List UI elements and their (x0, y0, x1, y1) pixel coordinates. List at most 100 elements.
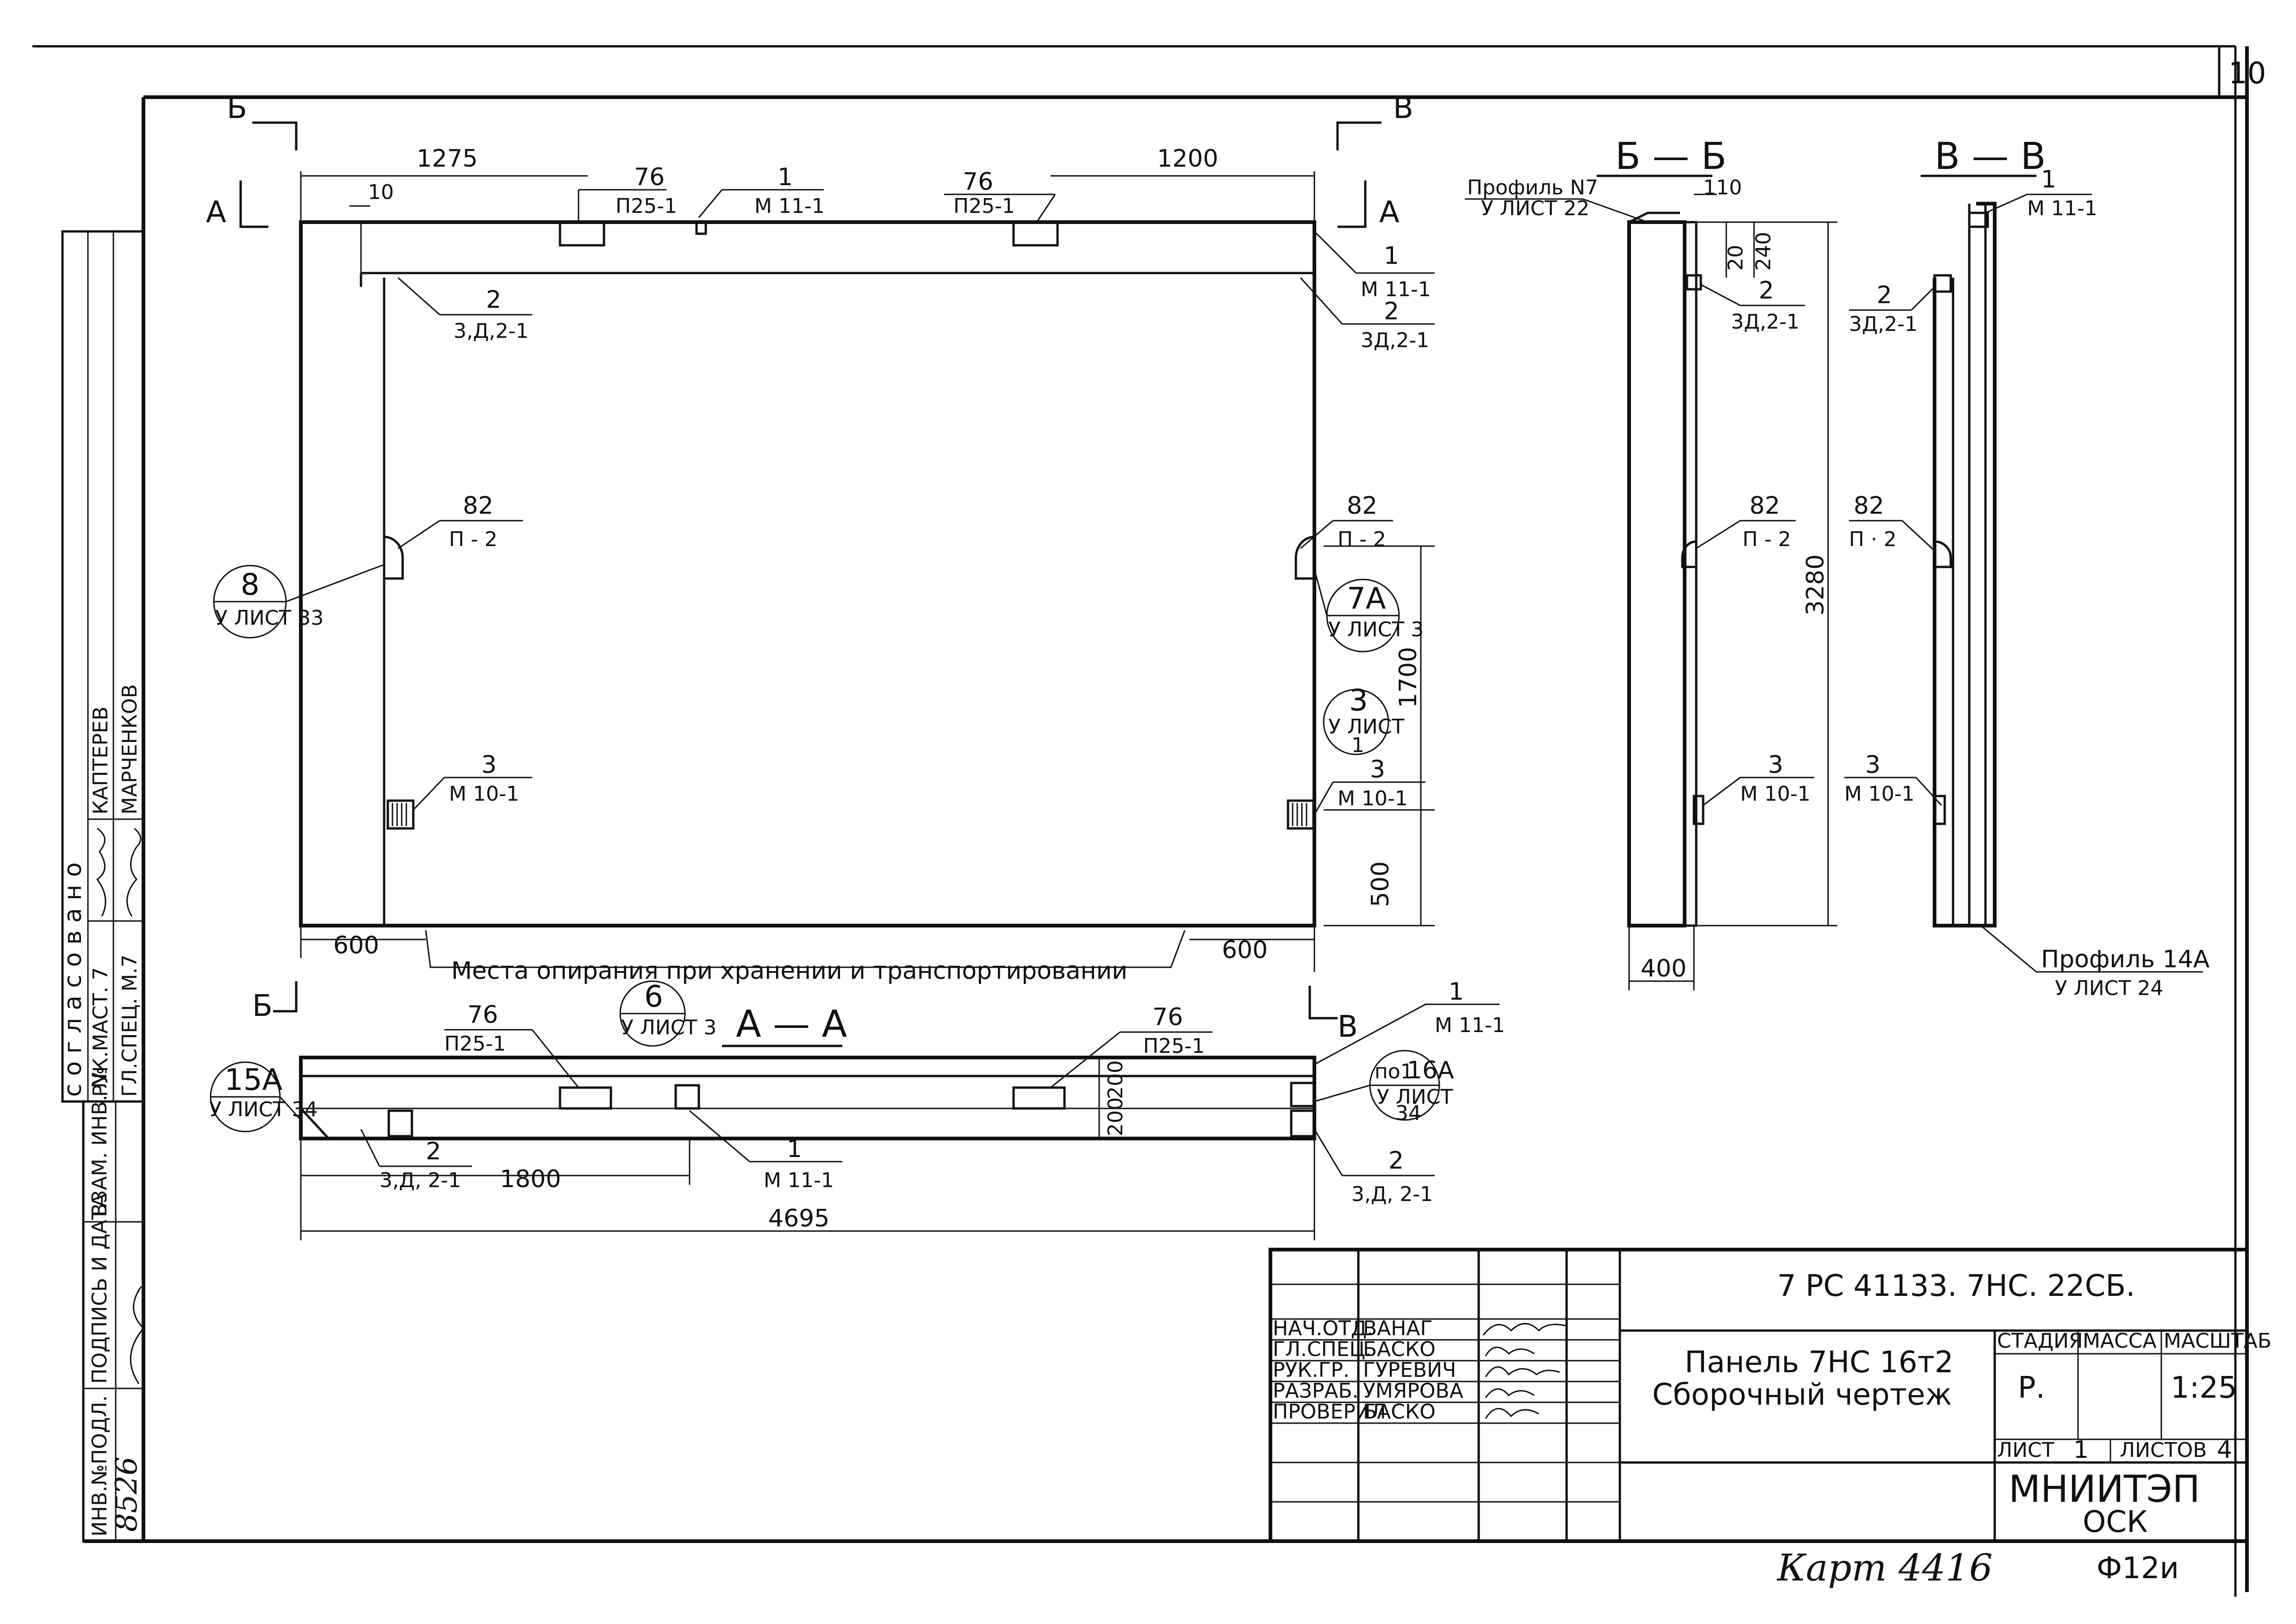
loop-detail-right (1012, 221, 1059, 247)
name-1: ВАНАГ (1363, 1317, 1432, 1340)
signature-4 (1485, 1388, 1535, 1398)
dim-top-left: 1275 (417, 145, 478, 173)
aa-dim-left: 1800 (500, 1165, 561, 1193)
role-4: РАЗРАБ. (1273, 1379, 1359, 1403)
svg-text:6: 6 (644, 980, 663, 1014)
svg-text:2: 2 (1877, 281, 1892, 309)
section-bb-title: Б — Б (1615, 135, 1727, 178)
vv-plate-low (1933, 795, 1946, 825)
callout-m10-left: 3 М 10-1 (412, 751, 532, 811)
svg-text:М 11-1: М 11-1 (2027, 197, 2097, 220)
bb-dim-240: 240 (1752, 232, 1775, 271)
svg-text:1: 1 (1384, 242, 1399, 270)
svg-text:П - 2: П - 2 (1338, 528, 1386, 551)
svg-text:П · 2: П · 2 (1849, 528, 1897, 551)
svg-text:П25-1: П25-1 (1143, 1034, 1205, 1058)
signature-1 (1482, 1323, 1567, 1336)
svg-text:76: 76 (634, 163, 665, 191)
sheets-value: 4 (2217, 1436, 2232, 1464)
bb-plate (1686, 274, 1702, 291)
sheets-label: ЛИСТОВ (2120, 1438, 2207, 1462)
svg-text:П - 2: П - 2 (1742, 528, 1791, 551)
bb-callout-p2: 82 П - 2 (1696, 492, 1796, 551)
org-name: МНИИТЭП (2009, 1468, 2200, 1511)
archive-card-number: Карт 4416 (1776, 1546, 1993, 1589)
header-stage: СТАДИЯ (1997, 1329, 2083, 1353)
svg-text:16А: 16А (1407, 1057, 1454, 1084)
doc-title-line2: Сборочный чертеж (1652, 1378, 1952, 1412)
svg-text:П25-1: П25-1 (444, 1032, 506, 1056)
signature-2 (1485, 1346, 1535, 1356)
callout-p25-left: 76 П25-1 (578, 163, 677, 222)
bb-side-loop (1681, 540, 1698, 568)
support-note: Места опирания при хранении и транспорти… (451, 957, 1127, 985)
approval-name-1: КАПТЕРЕВ (89, 706, 112, 815)
svg-text:М 10-1: М 10-1 (1338, 787, 1408, 810)
svg-text:3Д,2-1: 3Д,2-1 (1731, 310, 1799, 334)
vv-top-plate (1968, 212, 1989, 228)
approval-name-2: МАРЧЕНКОВ (118, 684, 142, 815)
approval-signature-2 (126, 828, 142, 917)
svg-text:82: 82 (463, 492, 493, 520)
callout-zd-left: 2 3,Д,2-1 (398, 277, 532, 343)
inventory-stamp: ИНВ.№ПОДЛ. ПОДПИСЬ И ДАТА ВЗАМ. ИНВ. № 8… (82, 1067, 145, 1543)
callout-p2-left: 82 П - 2 (398, 492, 523, 551)
svg-text:2: 2 (1759, 277, 1774, 305)
svg-text:У ЛИСТ 33: У ЛИСТ 33 (215, 606, 324, 630)
dim-height-upper: 1700 (1394, 647, 1422, 708)
dim-top-right: 1200 (1157, 145, 1218, 173)
vv-callout-p2: 82 П · 2 (1849, 492, 1935, 552)
svg-text:3Д,2-1: 3Д,2-1 (1849, 312, 1917, 336)
svg-text:П25-1: П25-1 (953, 194, 1015, 218)
name-5: БАСКО (1363, 1400, 1436, 1424)
callout-m11-right: 1 М 11-1 (1313, 230, 1435, 301)
svg-text:3: 3 (1370, 756, 1385, 784)
signature-5 (1485, 1408, 1539, 1419)
plate-right (1287, 799, 1315, 830)
approval-strip: с о г л а с о в а н о РУК.МАСТ. 7 ГЛ.СПЕ… (59, 230, 145, 1103)
svg-text:3: 3 (1865, 751, 1880, 779)
section-mark-v-top: В (1393, 91, 1413, 125)
svg-text:76: 76 (1152, 1003, 1183, 1031)
svg-text:М 10-1: М 10-1 (1740, 782, 1811, 806)
callout-p2-right: 82 П - 2 (1300, 492, 1393, 551)
bb-plate-low (1692, 795, 1705, 825)
aa-plate-left (387, 1109, 413, 1138)
section-vv: В — В 1 М 11-1 2 3Д,2-1 82 П · 2 (1844, 135, 2210, 1000)
ref-bubble-15a: 15А У ЛИСТ 34 (209, 1061, 317, 1132)
svg-text:1: 1 (1449, 978, 1464, 1006)
svg-text:У ЛИСТ 3: У ЛИСТ 3 (621, 1016, 716, 1039)
svg-text:3: 3 (1349, 684, 1368, 718)
svg-text:М 11-1: М 11-1 (754, 194, 825, 218)
aa-dim-h2: 200 (1104, 1060, 1127, 1099)
title-block: 7 РС 41133. 7НС. 22СБ. Панель 7НС 16т2 С… (1269, 1248, 2271, 1543)
dim-bottom-right: 600 (1222, 936, 1268, 964)
svg-text:2: 2 (486, 286, 501, 314)
svg-text:2: 2 (426, 1138, 441, 1165)
section-mark-a-right: А (1379, 195, 1400, 230)
front-view: 1275 1200 10 1700 500 600 600 Места опир… (213, 145, 1435, 985)
doc-code: 7 РС 41133. 7НС. 22СБ. (1777, 1269, 2135, 1303)
svg-text:1: 1 (787, 1135, 802, 1163)
svg-text:7А: 7А (1347, 582, 1386, 616)
stamp-field-sign: ПОДПИСЬ И ДАТА (88, 1194, 112, 1384)
svg-text:М 11-1: М 11-1 (764, 1169, 834, 1192)
bb-dim-height: 3280 (1802, 554, 1829, 616)
aa-callout-m11-bottom: 1 М 11-1 (689, 1110, 842, 1192)
callout-m11-top: 1 М 11-1 (698, 163, 825, 218)
svg-text:1: 1 (778, 163, 793, 191)
aa-dim-h1: 200 (1104, 1097, 1127, 1136)
svg-text:76: 76 (467, 1001, 498, 1029)
approval-role-1: РУК.МАСТ. 7 (89, 967, 112, 1097)
stamp-inv-number: 8526 (110, 1456, 144, 1532)
name-2: БАСКО (1363, 1338, 1436, 1361)
aa-callout-m11-right: 1 М 11-1 (1314, 978, 1505, 1065)
bb-dim-top: 110 (1703, 176, 1742, 199)
callout-zd-right: 2 3Д,2-1 (1300, 277, 1435, 352)
dim-height-lower: 500 (1367, 861, 1394, 907)
role-3: РУК.ГР. (1273, 1358, 1350, 1382)
bb-profile-ref: У ЛИСТ 22 (1481, 197, 1589, 220)
aa-callout-p25-left: 76 П25-1 (444, 1001, 579, 1088)
svg-text:76: 76 (963, 168, 993, 196)
aa-plate-right-top (1290, 1082, 1316, 1108)
